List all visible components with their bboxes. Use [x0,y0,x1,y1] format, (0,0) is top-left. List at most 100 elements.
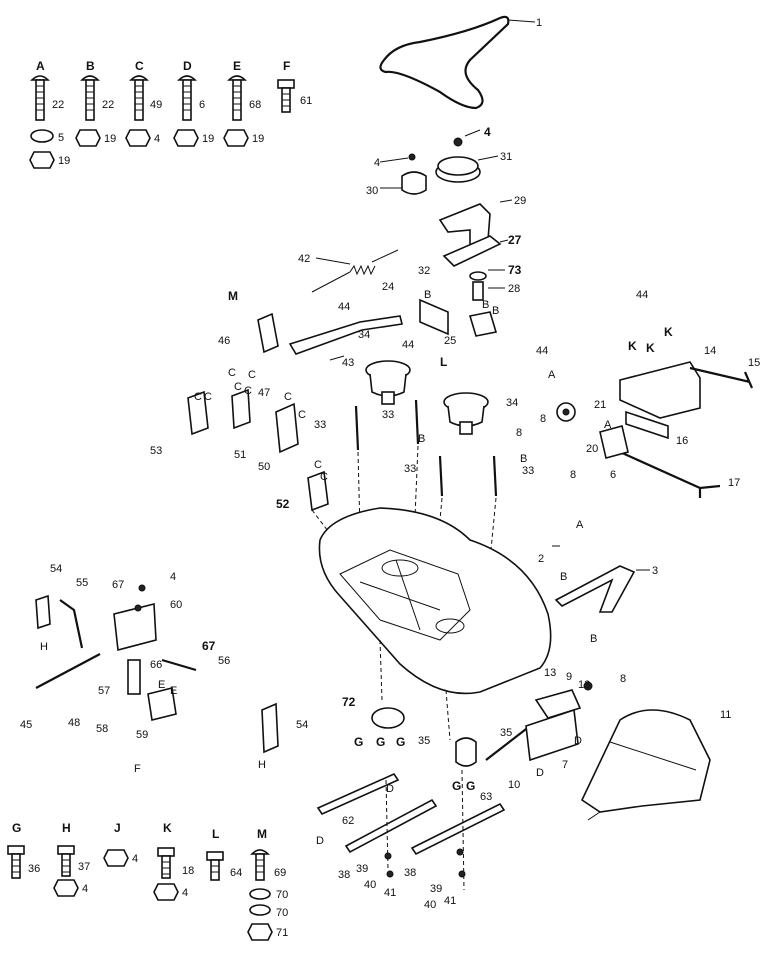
callout-c4: C [204,391,212,403]
bracket-7-icon [525,708,579,762]
bracket-59-icon [147,687,177,721]
callout-63: 63 [480,791,492,803]
callout-k3: K [646,341,655,355]
callout-e2: E [170,685,177,697]
callout-44b: 44 [402,339,414,351]
callout-h1: H [40,641,48,653]
callout-34a: 34 [358,329,370,341]
key-part-b-2: 19 [104,133,116,145]
lever-43-icon [288,315,403,355]
callout-73: 73 [508,263,522,277]
callout-13b: 13 [578,679,590,691]
blade-62-icon [316,772,400,816]
callout-34b: 34 [506,397,518,409]
callout-8b: 8 [570,469,576,481]
shaft-10-icon [485,725,531,761]
callout-c8: C [298,409,306,421]
callout-66: 66 [150,659,162,671]
callout-c1: C [228,367,236,379]
nut-e-icon [223,129,249,147]
key-part-c-1: 49 [150,99,162,111]
callout-a3: A [576,519,584,531]
callout-56: 56 [218,655,230,667]
key-letter-a: A [36,59,45,73]
callout-33b: 33 [382,409,394,421]
callout-k2: K [628,339,637,353]
spindle-right-icon [443,392,489,435]
key-letter-d: D [183,59,192,73]
key-letter-g: G [12,821,21,835]
blade-38b-icon [410,802,506,856]
callout-33d: 33 [522,465,534,477]
bracket-52-icon [307,470,329,512]
callout-c6: C [244,385,252,397]
key-letter-k: K [163,821,172,835]
bar-3-icon [554,565,636,613]
callout-58: 58 [96,723,108,735]
callout-h2: H [258,759,266,771]
callout-41a: 41 [384,887,396,899]
key-part-j-1: 4 [132,853,138,865]
callout-59: 59 [136,729,148,741]
key-letter-j: J [114,821,121,835]
bracket-50-icon [275,402,299,454]
key-part-k-1: 18 [182,865,194,877]
callout-42: 42 [298,253,310,265]
spacer-58-icon [127,659,141,695]
callout-27: 27 [508,233,522,247]
bracket-54-icon [35,594,51,630]
bolt-g-icon [7,845,25,879]
key-part-a-2: 5 [58,132,64,144]
callout-32: 32 [418,265,430,277]
callout-g3: G [396,735,405,749]
callout-51: 51 [234,449,246,461]
callout-46: 46 [218,335,230,347]
callout-b3: B [492,305,499,317]
studs-33-icon [354,399,498,497]
callout-2: 2 [538,553,544,565]
callout-44a: 44 [338,301,350,313]
callout-g4: G [452,779,461,793]
housing-72-icon [371,707,405,729]
callout-21: 21 [594,399,606,411]
callout-62: 62 [342,815,354,827]
key-part-l-1: 64 [230,867,242,879]
callout-7: 7 [562,759,568,771]
callout-g1: G [354,735,363,749]
callout-31: 31 [500,151,512,163]
bracket-27-icon [442,235,502,267]
nut-k-icon [153,883,179,901]
callout-54b: 54 [296,719,308,731]
bracket-51-icon [231,388,251,430]
callout-57: 57 [98,685,110,697]
key-letter-e: E [233,59,241,73]
nut-h-icon [53,879,79,897]
callout-f: F [134,763,141,775]
key-part-h-2: 4 [82,883,88,895]
callout-13a: 13 [544,667,556,679]
callout-14: 14 [704,345,716,357]
callout-d3: D [316,835,324,847]
callout-43: 43 [342,357,354,369]
bolt-l-icon [206,851,224,881]
callout-29: 29 [514,195,526,207]
bolt-f-icon [277,79,295,113]
callout-38a: 38 [338,869,350,881]
key-part-m-2: 70 [276,889,288,901]
bracket-20-icon [599,425,629,459]
bolt-e-icon [227,75,247,121]
spindle-left-icon [365,360,411,405]
bracket-24-icon [419,298,449,336]
callout-a2: A [604,419,612,431]
callout-d4: D [386,783,394,795]
nut-c-icon [125,129,151,147]
key-part-e-2: 19 [252,133,264,145]
key-part-a-3: 19 [58,155,70,167]
callout-45: 45 [20,719,32,731]
callout-28: 28 [508,283,520,295]
callout-15: 15 [748,357,760,369]
callout-c5: C [234,381,242,393]
hardware-key-top: A 22 5 19 B 22 19 C 49 4 D [29,59,312,169]
key-part-c-2: 4 [154,133,160,145]
callout-3: 3 [652,565,658,577]
